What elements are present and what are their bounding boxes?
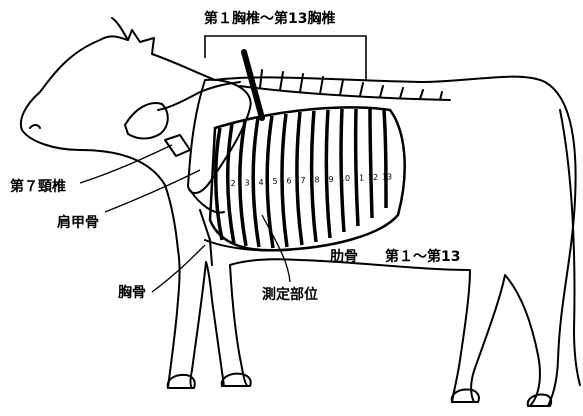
ribs-label: 肋骨	[330, 250, 358, 264]
ribs-range-label: 第１〜第13	[385, 250, 460, 264]
rib-11	[356, 109, 358, 226]
thoracic-spine	[240, 86, 450, 100]
rib-number: 12	[368, 173, 378, 182]
rib-number: 4	[258, 178, 263, 187]
thoracic-bracket	[205, 36, 366, 80]
rib-number: 8	[314, 175, 319, 184]
rib-1	[216, 128, 222, 240]
cervical-vertebra-7	[165, 135, 190, 156]
rib-number: 2	[230, 179, 235, 188]
leader-scapula	[105, 170, 200, 212]
rib-number: 13	[382, 172, 392, 181]
rib-10	[341, 109, 344, 232]
rib-number: 3	[244, 178, 249, 187]
scapula-label: 肩甲骨	[57, 216, 99, 230]
rib-number: 7	[300, 176, 305, 185]
rib-number: 6	[286, 177, 291, 186]
measurement-site-label: 測定部位	[262, 288, 318, 302]
rib-number: 5	[272, 177, 277, 186]
rib-number: 10	[340, 174, 350, 183]
nostril	[30, 125, 40, 128]
sternum-label: 胸骨	[118, 286, 146, 300]
hoof-hind-left	[452, 390, 479, 402]
rib-number: 9	[328, 175, 333, 184]
cervical-7-label: 第７頸椎	[10, 180, 66, 194]
rib-12	[370, 109, 372, 218]
thoracic-vertebrae-label: 第１胸椎〜第13胸椎	[204, 12, 335, 26]
rib-13	[384, 110, 386, 208]
measurement-marker	[244, 52, 262, 118]
rib-number: 11	[354, 174, 364, 183]
